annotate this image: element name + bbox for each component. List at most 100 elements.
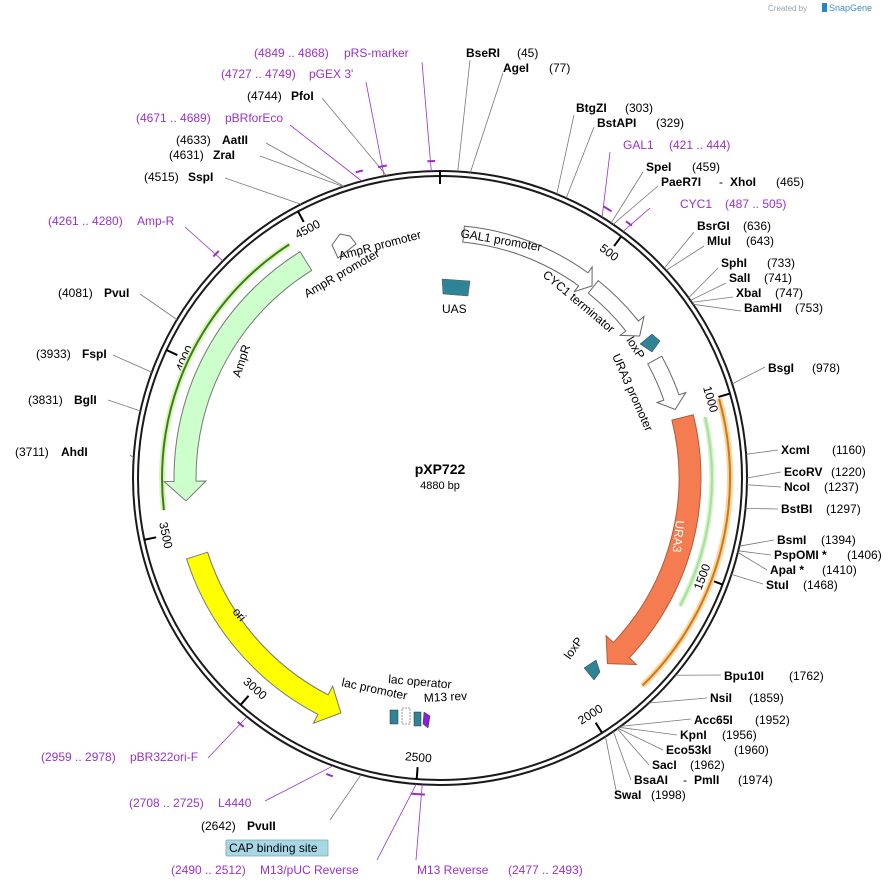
primer-name-l4440: L4440 [218, 796, 252, 810]
primer-bar-1[interactable] [377, 164, 387, 169]
primer-range-pgex: (4727 .. 4749) [221, 67, 296, 81]
ura3-feature[interactable] [605, 414, 702, 666]
site-sep-paer7i: - [719, 175, 723, 189]
site-name-btgzi: BtgZI [576, 101, 607, 115]
primer-range-gal1: (421 .. 444) [669, 138, 730, 152]
cap-binding-feature[interactable] [413, 711, 422, 727]
site-name-bsmi: BsmI [777, 533, 806, 547]
loxp-feature-2[interactable] [583, 659, 601, 681]
ampr-feature[interactable] [162, 251, 313, 502]
tick-1000 [718, 392, 731, 398]
snapgene-logo-icon [822, 3, 827, 12]
leader-28 [605, 736, 618, 796]
leader-lines [107, 59, 782, 861]
site-name-nsii: NsiI [710, 691, 732, 705]
primer-bar-5[interactable] [625, 220, 633, 227]
leader-40 [289, 124, 363, 182]
leader-36 [265, 142, 345, 187]
tick-label-3500: 3500 [156, 521, 175, 550]
primer-bar-7[interactable] [325, 772, 334, 778]
primer-bar-2[interactable] [355, 169, 364, 174]
lac-operator-feature[interactable] [401, 707, 411, 725]
primer-bar-8[interactable] [410, 792, 420, 796]
ampr-promoter-outer-feature[interactable] [331, 233, 357, 259]
uas-label: UAS [442, 302, 467, 316]
tick-4500 [297, 210, 305, 223]
site-pos-stui: (1468) [803, 578, 838, 592]
site-pos-bpu10i: (1762) [789, 669, 824, 683]
leader-0 [457, 59, 471, 172]
leader-1 [470, 72, 504, 173]
leader-44 [207, 716, 248, 759]
site-pos-ahdi: (3711) [15, 445, 49, 459]
orange-orf-line [641, 398, 732, 687]
leader-26 [616, 728, 650, 766]
site-pos-apai: (1410) [822, 563, 857, 577]
primer-bar-4[interactable] [602, 205, 613, 213]
tick-500 [613, 235, 623, 247]
snapgene-credit: Created by SnapGene [768, 3, 872, 13]
uas-feature[interactable] [441, 278, 471, 297]
leader-24 [619, 726, 678, 736]
ura3-promoter-feature[interactable] [647, 355, 687, 411]
primer-name-gal1: GAL1 [623, 138, 654, 152]
primer-bar-3[interactable] [212, 250, 220, 258]
leader-34 [224, 177, 302, 205]
site-pos-bstbi: (1297) [826, 502, 861, 516]
site-name-sali: SalI [729, 271, 750, 285]
leader-25 [617, 727, 664, 751]
leader-42 [601, 151, 611, 218]
site-name-pvui: PvuI [104, 286, 129, 300]
primer-bar-6[interactable] [236, 721, 245, 728]
site-pos-bsgi: (978) [812, 361, 840, 375]
leader-35 [259, 155, 344, 188]
leader-41 [184, 226, 224, 262]
gal1-promoter-feature[interactable] [462, 225, 593, 293]
leader-23 [620, 718, 692, 727]
leader-38 [421, 61, 432, 172]
cyc1-terminator-feature[interactable] [587, 279, 645, 337]
site-name-bpu10i: Bpu10I [724, 669, 764, 683]
leader-10 [691, 296, 734, 303]
site-name-spei: SpeI [646, 160, 671, 174]
site-pos-bstapi: (329) [656, 116, 684, 130]
site-pos-pmli: (1974) [738, 773, 773, 787]
leader-30 [129, 454, 134, 459]
site-pos-sali: (741) [764, 271, 792, 285]
m13-rev-feature[interactable] [422, 711, 431, 729]
site-pos-xhoi: (465) [776, 175, 804, 189]
primer-name-ampr: Amp-R [137, 214, 175, 228]
site-name-ncoi: NcoI [784, 480, 810, 494]
tick-label-2500: 2500 [405, 749, 433, 765]
cap-binding-box[interactable] [225, 839, 329, 857]
site-pos-ncoi: (1237) [824, 480, 859, 494]
credit-brand: SnapGene [829, 3, 872, 13]
site-pos-acc65i: (1952) [755, 713, 790, 727]
site-name-acc65i: Acc65I [694, 713, 733, 727]
site-pos-nsii: (1859) [749, 691, 784, 705]
leader-37 [321, 97, 387, 176]
ori-feature[interactable] [185, 551, 342, 725]
primer-name-cyc1: CYC1 [680, 197, 712, 211]
site-pos-swai: (1998) [651, 788, 686, 802]
site-name-eco53ki: Eco53kI [666, 743, 711, 757]
site-pos-xcmi: (1160) [832, 443, 866, 457]
site-pos-xbai: (747) [775, 286, 803, 300]
primer-name-pbr322: pBR322ori-F [130, 750, 198, 764]
site-name-stui: StuI [766, 578, 789, 592]
tick-4000 [166, 349, 178, 356]
loxp-feature-1[interactable] [639, 333, 661, 353]
site-name-bsgi: BsgI [768, 361, 794, 375]
site-pos-bgli: (3831) [28, 393, 63, 407]
site-name-mlui: MluI [707, 234, 731, 248]
site-name-xbai: XbaI [736, 286, 761, 300]
primer-bars [212, 160, 633, 796]
leader-13 [746, 449, 779, 455]
leader-29 [329, 774, 362, 821]
leader-4 [610, 171, 644, 224]
lac-promoter-feature[interactable] [389, 709, 399, 725]
site-name-bamhi: BamHI [744, 301, 782, 315]
site-pos-eco53ki: (1960) [734, 743, 769, 757]
primer-range-pbrforeco: (4671 .. 4689) [136, 111, 211, 125]
